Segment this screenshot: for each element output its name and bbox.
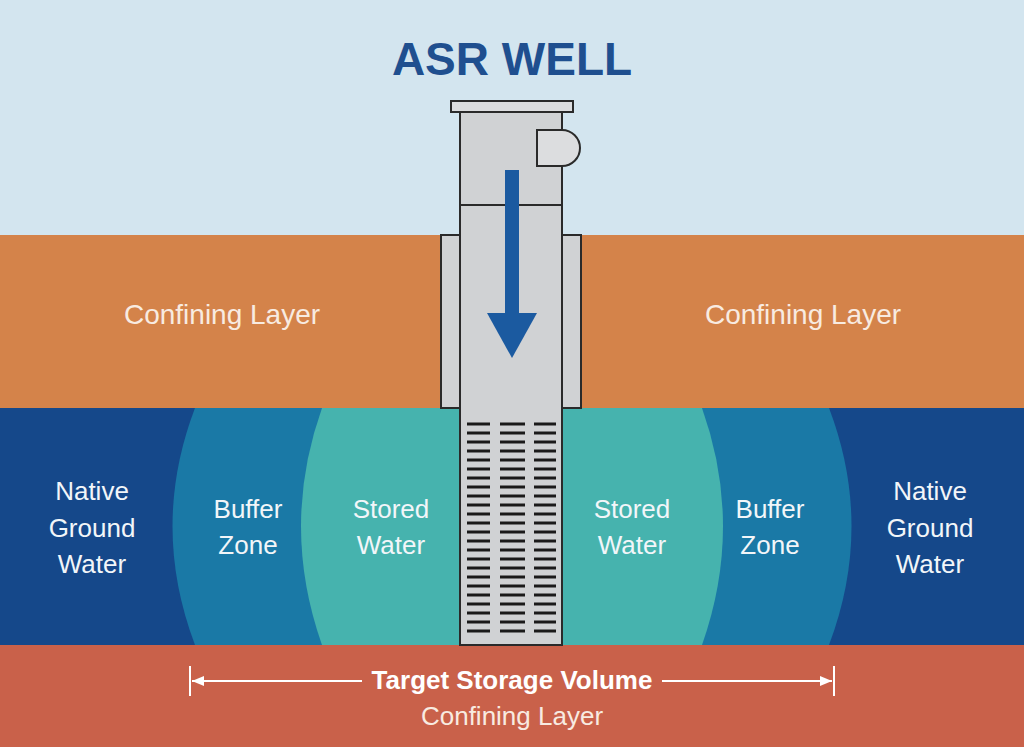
layer-label: Confining Layer [705,297,901,332]
buffer-zone: Buffer Zone [736,491,805,564]
lower-confining-layer [0,645,1024,747]
layer-label: Confining Layer [124,297,320,332]
zone-label: Native Ground Water [887,473,974,582]
dimension-label: Target Storage Volume [362,664,663,697]
stored-water-zone: Stored Water [594,491,671,564]
zone-label: Stored Water [353,491,430,564]
buffer-zone: Buffer Zone [214,491,283,564]
well [441,101,581,645]
native-ground-water-zone: Native Ground Water [49,473,136,582]
zone-label: Stored Water [594,491,671,564]
stored-water-zone: Stored Water [353,491,430,564]
confining-layer-band: Confining Layer Confining Layer [0,235,1024,408]
zone-label: Buffer Zone [736,491,805,564]
native-ground-water-zone: Native Ground Water [887,473,974,582]
flow-arrow [487,170,537,358]
layer-label: Confining Layer [421,700,603,733]
diagram-title: ASR WELL [392,31,632,89]
zone-label: Native Ground Water [49,473,136,582]
zone-label: Buffer Zone [214,491,283,564]
